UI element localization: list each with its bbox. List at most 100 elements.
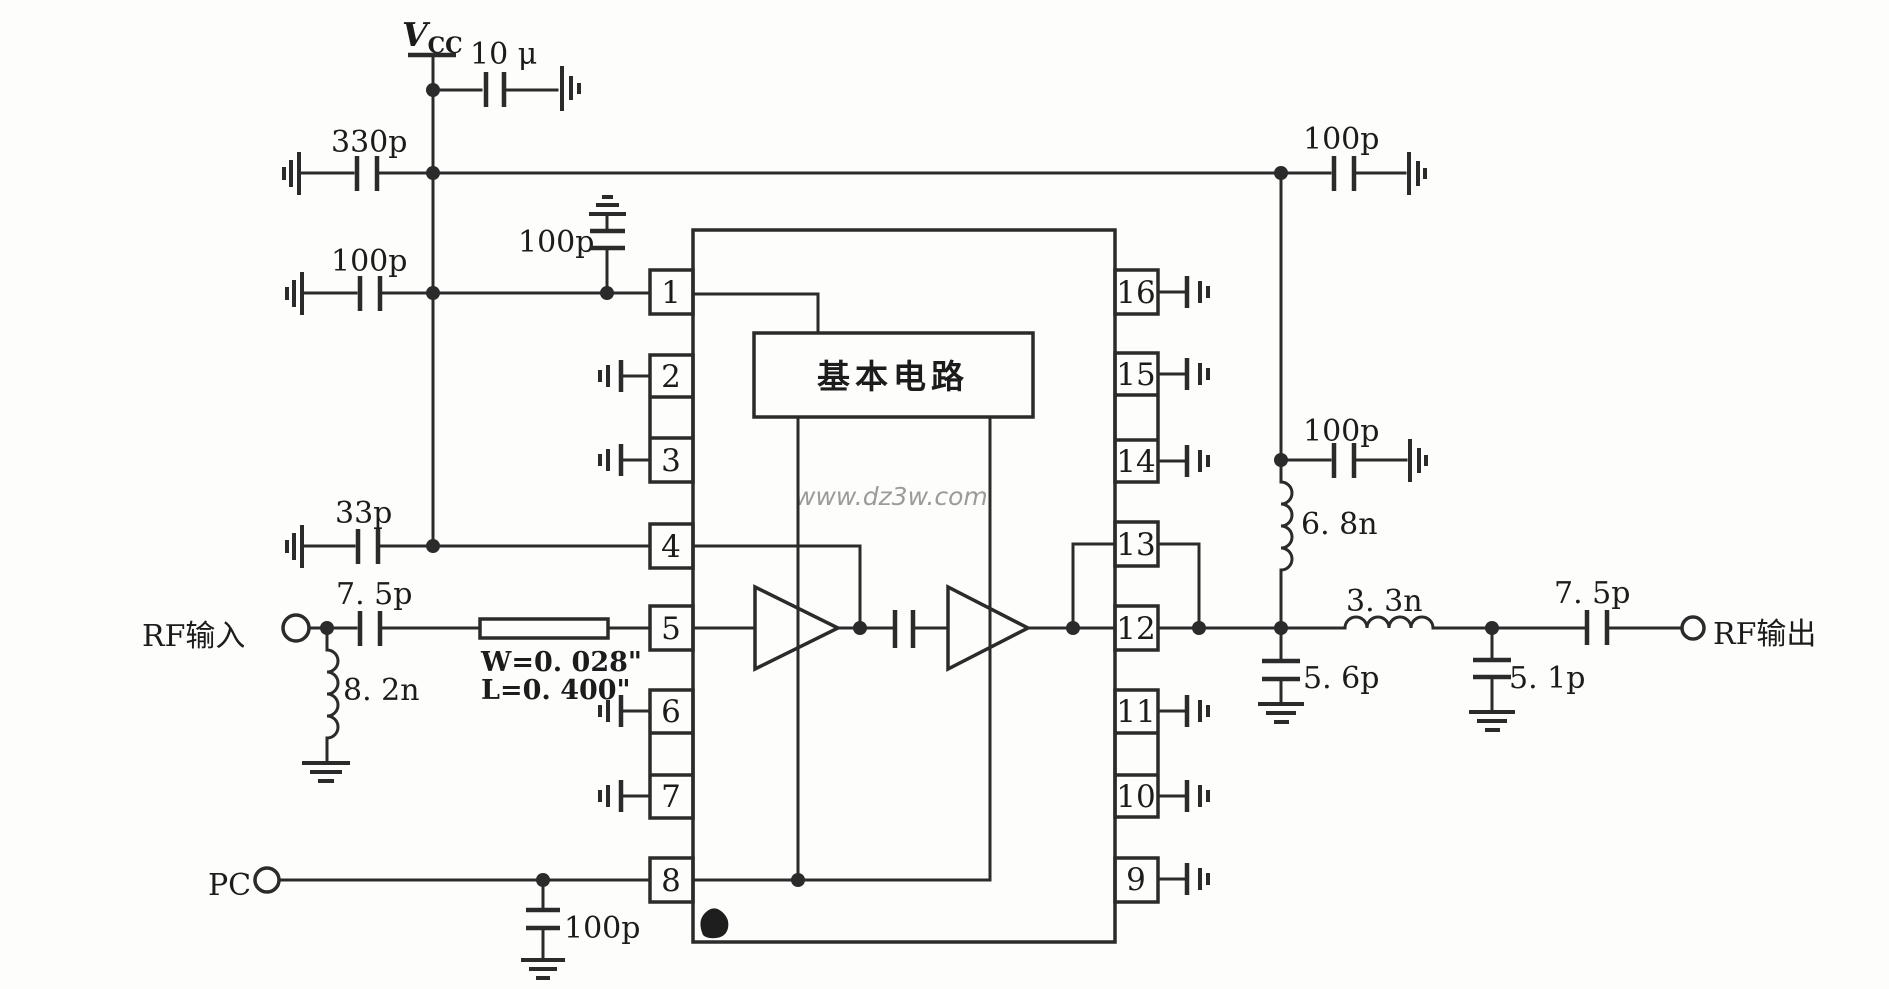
cap-330p: 330p [282, 125, 1332, 195]
pin-number-2: 2 [661, 359, 681, 395]
cap-5p6: 5. 6p [1258, 626, 1379, 724]
ground-icon [285, 525, 304, 568]
ground-icon [589, 195, 626, 216]
cap-ground-icon [1156, 863, 1210, 895]
pc-label: PC [208, 868, 251, 903]
ground-icon [560, 66, 581, 111]
cap-100p-pin1-row-value: 100p [331, 244, 407, 279]
ground-icon [1469, 710, 1515, 732]
ground-icon [282, 152, 301, 195]
pin1-internal-wire [691, 292, 820, 335]
microstrip-length: L=0. 400" [481, 675, 631, 706]
pin-box-15-14 [1113, 351, 1160, 484]
rf-input-port-icon [281, 613, 311, 643]
pin-number-10: 10 [1116, 779, 1155, 815]
cap-100p-pin1-row: 100p [285, 244, 652, 315]
pin-bypass-right [1156, 276, 1210, 895]
cap-ground-icon [1156, 358, 1210, 390]
watermark: www.dz3w.com [795, 482, 988, 511]
vcc-terminal: VCC [402, 15, 463, 553]
rf-output-terminal: RF输出 [1680, 615, 1816, 652]
inductor-6p8n-coil-icon [1279, 480, 1294, 572]
pc-port-icon [253, 866, 281, 894]
right-rail: 6. 8n [1274, 166, 1378, 635]
pin-number-7: 7 [661, 779, 681, 815]
pin-number-5: 5 [661, 611, 681, 647]
cap-ground-icon [1156, 445, 1210, 477]
cap-33p-value: 33p [335, 496, 392, 531]
ground-icon [1258, 702, 1304, 724]
inductor-3p3n-coil-icon [1343, 615, 1435, 630]
cap-7p5-input-value: 7. 5p [336, 577, 412, 612]
cap-ground-icon [598, 444, 652, 476]
cap-100p-mid-right-value: 100p [1303, 414, 1379, 449]
ground-icon [521, 958, 565, 980]
rf-output-label: RF输出 [1713, 617, 1816, 652]
cap-ground-icon [1156, 276, 1210, 308]
ic-internal-block-label: 基本电路 [817, 357, 969, 396]
cap-100p-top-right: 100p [1303, 122, 1427, 195]
ground-icon [302, 761, 350, 783]
cap-33p: 33p [285, 496, 652, 568]
ic-body: 基本电路 www.dz3w.com [691, 228, 1117, 944]
rf-input-terminal: RF输入 [142, 613, 358, 654]
cap-10u-value: 10 μ [470, 37, 537, 72]
output-line: 3. 3n [1156, 584, 1586, 635]
cap-7p5-input: 7. 5p [336, 577, 482, 646]
pin-number-16: 16 [1116, 275, 1155, 311]
pin-number-15: 15 [1116, 357, 1155, 393]
microstrip-width: W=0. 028" [480, 647, 642, 678]
cap-100p-pin1-top: 100p [518, 195, 626, 295]
pin-number-14: 14 [1116, 444, 1155, 480]
pin-boxes-right: 16 15 14 13 12 11 10 9 [1113, 268, 1160, 904]
pin-box-6-7 [648, 688, 695, 820]
pin-number-4: 4 [661, 529, 681, 565]
inductor-coil-icon [325, 648, 340, 740]
ground-icon [285, 272, 304, 315]
pin-number-9: 9 [1126, 862, 1146, 898]
pin-number-1: 1 [661, 275, 681, 311]
pin-number-13: 13 [1116, 527, 1155, 563]
cap-5p1-value: 5. 1p [1509, 661, 1585, 696]
ic-outline [691, 228, 1117, 944]
pin-box-5 [648, 604, 695, 652]
pin-bypass-left [598, 360, 652, 812]
cap-330p-value: 330p [331, 125, 407, 160]
cap-5p1: 5. 1p [1469, 626, 1585, 732]
pin-box-11-10 [1113, 688, 1160, 819]
cap-7p5-output-value: 7. 5p [1554, 576, 1630, 611]
cap-7p5-output: 7. 5p [1554, 576, 1683, 645]
pin-box-1 [648, 268, 695, 316]
pin-box-2-3 [648, 353, 695, 484]
coupling-cap [892, 610, 916, 648]
inductor-3p3n-value: 3. 3n [1346, 584, 1423, 619]
amp2-triangle-icon [946, 584, 1032, 672]
pin13-internal-loop [1071, 542, 1117, 630]
microstrip-line: W=0. 028" L=0. 400" [478, 617, 652, 706]
ground-icon [1408, 439, 1428, 482]
pin4-internal-wire [691, 544, 862, 630]
pin13-external-loop [1156, 542, 1206, 635]
inductor-6p8n-value: 6. 8n [1301, 507, 1378, 542]
cap-5p6-value: 5. 6p [1303, 661, 1379, 696]
rf-output-port-icon [1680, 615, 1706, 641]
cap-100p-top-right-value: 100p [1303, 122, 1379, 157]
inductor-8p2n: 8. 2n [302, 626, 420, 783]
pin-box-8 [648, 856, 695, 904]
cap-100p-pc-value: 100p [564, 911, 640, 946]
cap-100p-mid-right: 100p [1279, 414, 1428, 482]
pin-boxes-left: 1 2 3 4 5 6 7 8 [648, 268, 695, 904]
cap-ground-icon [598, 695, 652, 727]
rf-input-label: RF输入 [142, 619, 245, 654]
pin-number-8: 8 [661, 863, 681, 899]
ink-blob [700, 908, 729, 939]
pc-terminal: PC [208, 866, 652, 903]
vcc-label: VCC [402, 15, 463, 59]
inductor-8p2n-value: 8. 2n [343, 673, 420, 708]
pin-number-3: 3 [661, 443, 681, 479]
ground-icon [1407, 152, 1427, 195]
cap-ground-icon [598, 360, 652, 392]
amp1-triangle-icon [753, 584, 842, 672]
